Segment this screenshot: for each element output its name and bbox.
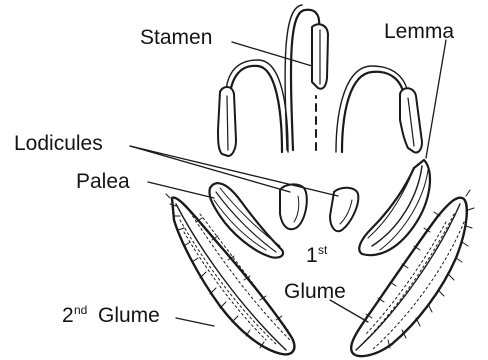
label-second-glume: 2 nd Glume [62, 303, 160, 327]
second-glume-leader [176, 318, 214, 326]
label-lemma: Lemma [384, 20, 454, 43]
first-glume-leader [330, 300, 368, 322]
lodicules-leader-left [130, 146, 290, 192]
label-stamen: Stamen [140, 26, 212, 49]
first-glume-word: Glume [284, 280, 346, 303]
label-lodicules: Lodicules [14, 132, 103, 155]
first-glume-ordinal: st [318, 243, 328, 257]
lodicules-leader-right [130, 146, 338, 196]
second-glume-number: 2 [62, 304, 74, 327]
first-glume-number: 1 [306, 244, 318, 267]
label-palea: Palea [76, 170, 130, 193]
second-glume-ordinal: nd [74, 303, 87, 317]
stamen-left [218, 60, 288, 156]
stamen-center [285, 5, 328, 150]
lemma-leader [426, 40, 446, 158]
palea-leader [148, 182, 214, 198]
stamen-right [336, 66, 422, 153]
second-glume-word: Glume [98, 304, 160, 327]
lodicule-left [280, 184, 307, 229]
lodicule-right [330, 188, 358, 232]
label-first-glume: 1 st Glume [284, 243, 346, 303]
